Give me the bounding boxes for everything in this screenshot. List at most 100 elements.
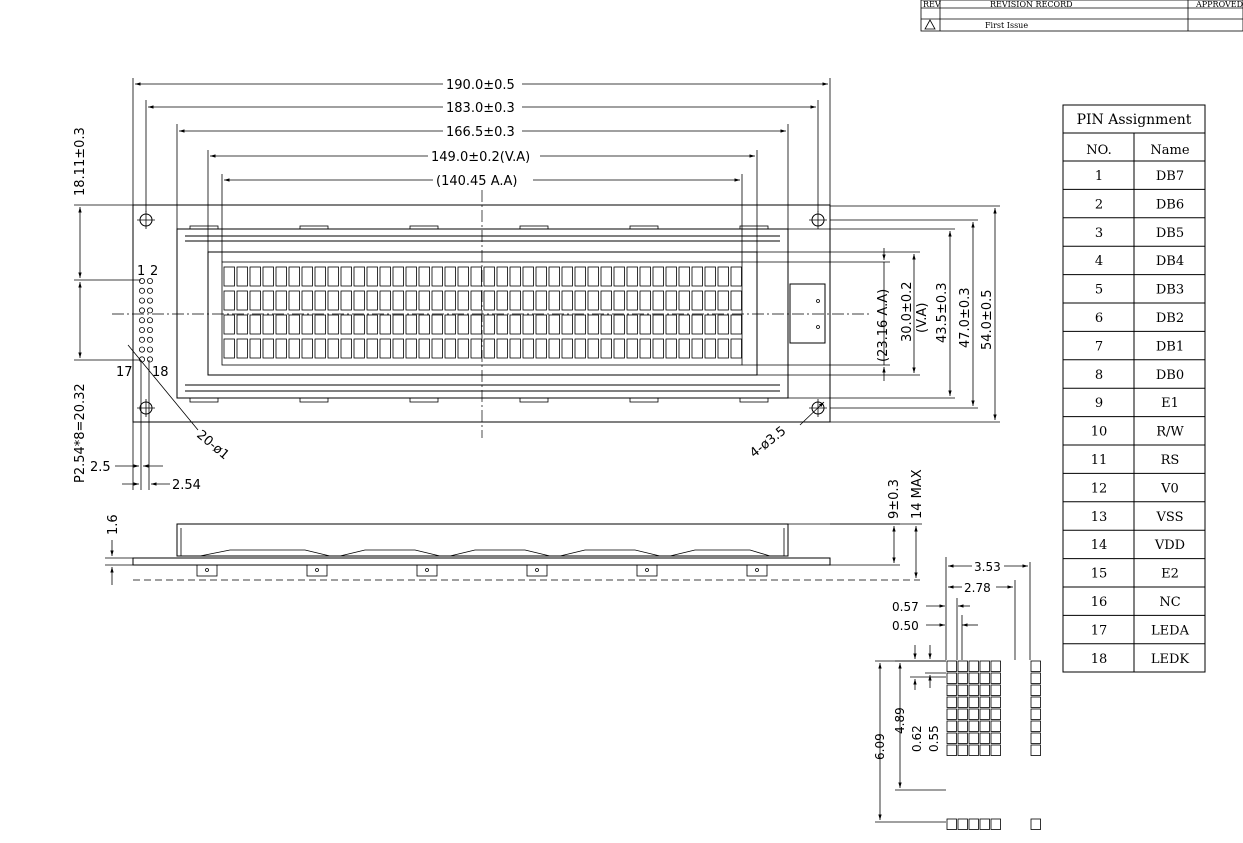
pin-name: VSS [1156, 510, 1184, 525]
dot-cell [990, 708, 1001, 720]
character-cell [600, 266, 612, 287]
pin-name: DB3 [1156, 283, 1184, 298]
character-cell [405, 338, 417, 359]
character-cell [522, 338, 534, 359]
character-cell [483, 266, 495, 287]
pin-hole [138, 287, 145, 294]
character-cell [444, 290, 456, 311]
character-cell [574, 266, 586, 287]
dim-pin-holes: 20-ø1 [193, 428, 231, 464]
pin-name: DB4 [1156, 254, 1184, 269]
character-cell [314, 266, 326, 287]
dim-pcb-thickness: 1.6 [106, 514, 121, 535]
pin-hole [138, 346, 145, 353]
character-cell [587, 314, 599, 335]
character-cell [418, 338, 430, 359]
pin-hole [138, 277, 145, 284]
character-cell [444, 338, 456, 359]
dot-cell [1030, 672, 1041, 684]
cursor-dot-cell [957, 818, 968, 830]
character-cell [379, 266, 391, 287]
character-cell [249, 338, 261, 359]
dot-cell [968, 696, 979, 708]
pin-name: E2 [1161, 567, 1179, 582]
viewing-area [207, 251, 758, 376]
dim-pin-span: P2.54*8=20.32 [73, 383, 88, 483]
dim-active-area-width: (140.45 A.A) [436, 174, 517, 189]
pin-name: DB7 [1156, 169, 1184, 184]
cursor-dot-cell [990, 818, 1001, 830]
side-view: 9±0.3 14 MAX 1.6 [105, 469, 925, 585]
dot-cell [957, 672, 968, 684]
character-cell [249, 314, 261, 335]
character-cell [444, 266, 456, 287]
character-cell [327, 338, 339, 359]
character-cell [275, 266, 287, 287]
rev-header: REV [923, 0, 941, 9]
character-cell [353, 314, 365, 335]
pin-hole [138, 297, 145, 304]
pin-name: NC [1159, 595, 1180, 610]
pin-label-1: 1 [137, 264, 145, 279]
dot-cell [1030, 708, 1041, 720]
dot-cell [979, 732, 990, 744]
character-cell [470, 266, 482, 287]
dot-cell [968, 732, 979, 744]
character-cell [613, 314, 625, 335]
character-cell [236, 338, 248, 359]
character-cell [730, 314, 742, 335]
character-cell [652, 314, 664, 335]
dim-view-area-height: 30.0±0.2 [900, 281, 915, 342]
character-cell [275, 338, 287, 359]
dim-hole-pitch: 183.0±0.3 [446, 101, 515, 116]
character-cell [704, 290, 716, 311]
character-cell [431, 290, 443, 311]
character-cell [691, 290, 703, 311]
cursor-dot-cell [1030, 818, 1041, 830]
dim-char-h: 4.89 [893, 707, 907, 734]
character-cell [431, 314, 443, 335]
character-cell [340, 290, 352, 311]
character-cell [509, 314, 521, 335]
pin-number: 9 [1095, 396, 1103, 411]
character-cell [392, 338, 404, 359]
character-cell [704, 338, 716, 359]
character-cell [236, 266, 248, 287]
character-cell [223, 314, 235, 335]
character-cell [457, 266, 469, 287]
dot-cell [957, 720, 968, 732]
character-cell [366, 290, 378, 311]
character-cell [223, 266, 235, 287]
character-cell [522, 290, 534, 311]
character-cell [470, 290, 482, 311]
bezel-outline [176, 228, 789, 399]
dot-cell [957, 732, 968, 744]
character-cell [561, 266, 573, 287]
character-cell [691, 338, 703, 359]
dim-bezel-height: 43.5±0.3 [935, 282, 950, 343]
dot-cell [968, 744, 979, 756]
character-cell [587, 290, 599, 311]
pin-hole [138, 336, 145, 343]
dot-cell [990, 720, 1001, 732]
pin-hole [138, 307, 145, 314]
character-cell [366, 338, 378, 359]
character-cell [327, 290, 339, 311]
character-cell [457, 290, 469, 311]
character-cell [301, 338, 313, 359]
dim-edge-margin: 2.5 [90, 460, 111, 475]
pin-hole [146, 277, 153, 284]
pin-label-18: 18 [152, 365, 169, 380]
character-cell [522, 314, 534, 335]
character-cell [561, 314, 573, 335]
dot-cell [957, 660, 968, 672]
dot-cell [1030, 732, 1041, 744]
character-cell [431, 266, 443, 287]
character-cell [366, 314, 378, 335]
dot-cell [968, 660, 979, 672]
character-cell [249, 266, 261, 287]
character-cell [509, 338, 521, 359]
pin-number: 3 [1095, 226, 1103, 241]
